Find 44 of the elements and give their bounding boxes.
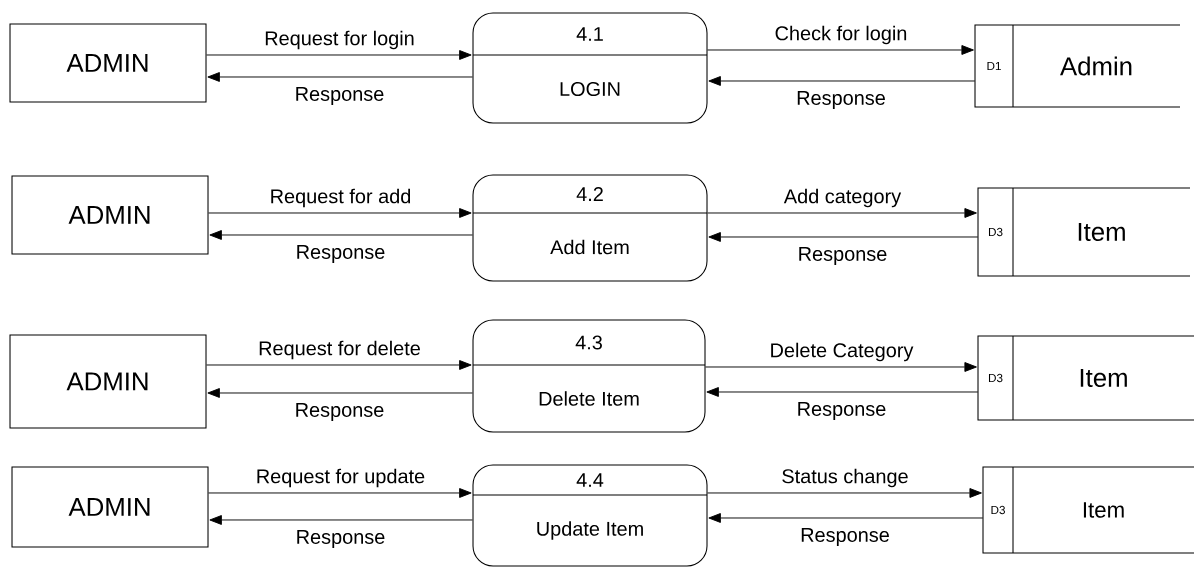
- arrow: [705, 362, 977, 372]
- edge-label: Response: [297, 530, 385, 548]
- entity-box: ADMIN: [11, 175, 209, 255]
- edge-label: Add category: [783, 188, 902, 208]
- edge-label: Response: [799, 247, 887, 265]
- edge-label: Response: [296, 87, 384, 105]
- arrow: [707, 488, 982, 498]
- edge-label: Status change: [782, 468, 908, 488]
- arrow: [208, 488, 472, 498]
- arrow: [708, 232, 979, 242]
- data-store: D3 Item: [982, 466, 1195, 554]
- arrow: [708, 513, 984, 523]
- arrow: [706, 387, 979, 397]
- arrow: [206, 360, 472, 370]
- edge-label: Response: [797, 91, 885, 109]
- edge-label: Request for delete: [259, 340, 420, 360]
- arrow: [707, 45, 974, 55]
- arrow: [209, 230, 473, 240]
- arrow: [209, 515, 473, 525]
- edge-label: Response: [296, 403, 384, 421]
- arrow: [207, 388, 473, 398]
- edge-label: Request for add: [271, 188, 411, 208]
- arrow: [708, 76, 976, 86]
- entity-box: ADMIN: [11, 466, 209, 548]
- edge-label: Request for update: [257, 468, 425, 488]
- arrow: [707, 208, 977, 218]
- data-store: D3 Item: [977, 335, 1195, 421]
- entity-box: ADMIN: [9, 334, 207, 429]
- process-box: 4.1 LOGIN: [472, 12, 708, 124]
- edge-label: Request for login: [265, 30, 414, 50]
- edge-label: Response: [798, 402, 886, 420]
- edge-label: Response: [801, 528, 889, 546]
- edge-label: Check for login: [775, 25, 907, 45]
- data-store: D1 Admin: [974, 24, 1181, 108]
- data-store: D3 Item: [977, 187, 1191, 277]
- process-box: 4.3 Delete Item: [472, 319, 706, 433]
- entity-box: ADMIN: [9, 23, 207, 103]
- arrow: [207, 72, 473, 82]
- process-box: 4.4 Update Item: [472, 464, 708, 567]
- arrow: [206, 50, 472, 60]
- arrow: [208, 208, 472, 218]
- process-box: 4.2 Add Item: [472, 174, 708, 282]
- edge-label: Response: [297, 245, 385, 263]
- edge-label: Delete Category: [771, 342, 914, 362]
